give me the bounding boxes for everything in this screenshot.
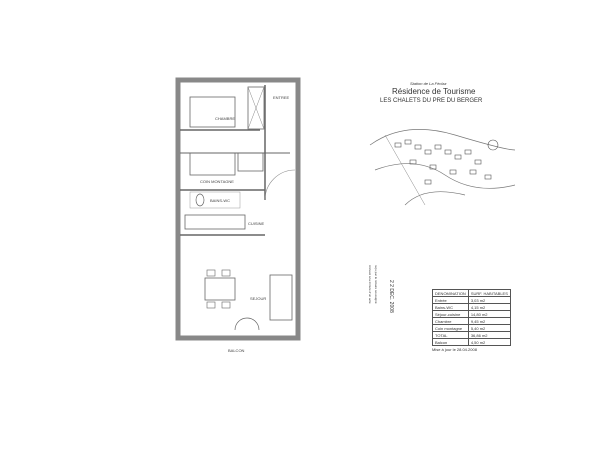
room-label-chambre: CHAMBRE xyxy=(215,116,235,121)
room-label-cuisine: CUISINE xyxy=(248,221,265,226)
dining-table xyxy=(204,277,236,301)
document-subtitle: LES CHALETS DU PRE DU BERGER xyxy=(380,98,483,104)
storage xyxy=(237,152,264,172)
outer-wall xyxy=(175,77,301,341)
site-map xyxy=(369,129,516,206)
stamp-note-line1: Annexé à la minute d'un acte xyxy=(368,265,372,304)
bed xyxy=(189,96,236,128)
station-name: Station de La Féclaz xyxy=(410,81,447,86)
floor-plan: CHAMBRE ENTREE COIN MONTAGNE BAINS-WC CU… xyxy=(175,77,301,353)
room-label-entree: ENTREE xyxy=(273,95,290,100)
room-label-bains-wc: BAINS-WC xyxy=(210,198,230,203)
update-date: Mise à jour le 28.04.2008 xyxy=(432,347,477,352)
sofa xyxy=(269,274,293,321)
entry-door xyxy=(264,169,296,201)
toilet xyxy=(195,193,205,207)
room-label-sejour: SEJOUR xyxy=(250,296,266,301)
stamp-date: 2 2 DEC. 2008 xyxy=(388,280,394,313)
kitchen-counter xyxy=(184,214,246,230)
bunk-bed xyxy=(189,152,236,176)
document-title: Résidence de Tourisme xyxy=(392,87,476,96)
stamp-note-line2: reçu par le notaire soussigné xyxy=(374,265,378,304)
balcony-door xyxy=(234,317,260,331)
room-label-balcon: BALCON xyxy=(228,348,245,353)
room-label-coin-montagne: COIN MONTAGNE xyxy=(200,179,234,184)
table-header: DENOMINATION SURF. HABITABLES xyxy=(432,289,511,297)
bathtub xyxy=(189,191,241,209)
wardrobe xyxy=(247,86,265,130)
